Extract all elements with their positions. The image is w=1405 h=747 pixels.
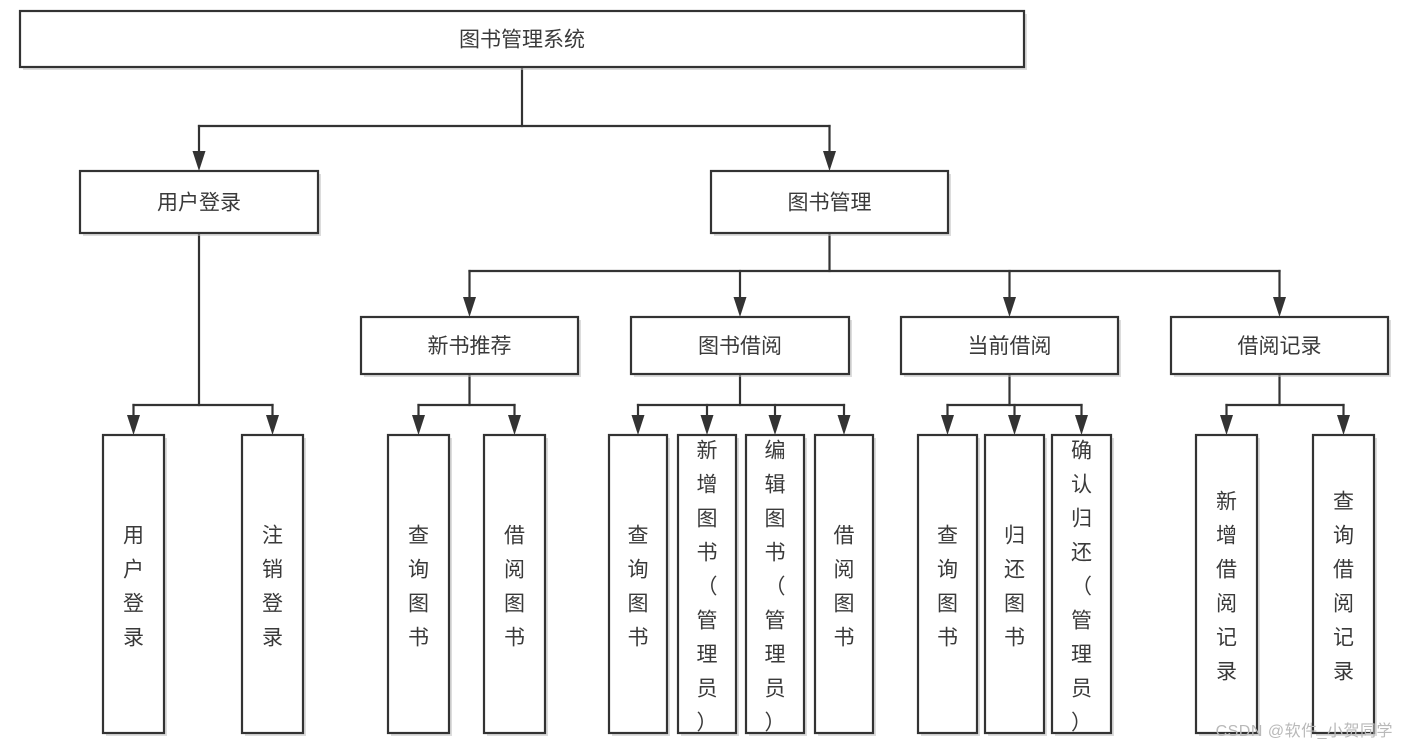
node-box[interactable] (813, 433, 875, 735)
node-book-manage[interactable]: 图书管理 (709, 169, 951, 236)
arrow-head-icon (412, 415, 425, 435)
arrow-head-icon (127, 415, 140, 435)
node-box[interactable] (18, 9, 1026, 69)
node-borrow-record[interactable]: 借阅记录 (1169, 315, 1391, 377)
node-leaf-edit-book[interactable]: 编辑图书（管理员） (744, 433, 807, 736)
node-user-login[interactable]: 用户登录 (78, 169, 321, 236)
node-label: 归还图书 (1004, 525, 1025, 650)
node-leaf-add-book[interactable]: 新增图书（管理员） (676, 433, 739, 736)
arrow-head-icon (508, 415, 521, 435)
arrow-head-icon (1075, 415, 1088, 435)
node-label: 图书借阅 (698, 335, 782, 358)
node-box[interactable] (916, 433, 979, 735)
node-label: 当前借阅 (968, 335, 1052, 358)
node-box[interactable] (78, 169, 320, 235)
node-label: 用户登录 (157, 192, 241, 215)
node-box[interactable] (240, 433, 305, 735)
node-leaf-query-book-rec[interactable]: 查询图书 (386, 433, 452, 736)
arrow-head-icon (192, 151, 206, 171)
node-label: 新书推荐 (428, 335, 512, 358)
arrow-head-icon (733, 297, 747, 317)
node-box[interactable] (676, 433, 738, 735)
node-leaf-confirm-return[interactable]: 确认归还（管理员） (1050, 433, 1114, 736)
node-label: 借阅图书 (834, 525, 855, 650)
node-leaf-query-book-borrow[interactable]: 查询图书 (607, 433, 670, 736)
node-box[interactable] (359, 315, 580, 376)
node-box[interactable] (386, 433, 451, 735)
node-box[interactable] (629, 315, 851, 376)
csdn-watermark: CSDN @软件_小贺同学 (1215, 723, 1393, 740)
arrow-head-icon (941, 415, 954, 435)
node-box[interactable] (1194, 433, 1259, 735)
arrow-head-icon (1337, 415, 1350, 435)
node-leaf-user-login[interactable]: 用户登录 (101, 433, 167, 736)
connector-layer (127, 65, 1350, 435)
node-label: 借阅图书 (504, 525, 525, 650)
node-leaf-add-record[interactable]: 新增借阅记录 (1194, 433, 1260, 736)
arrow-head-icon (463, 297, 476, 317)
node-box[interactable] (744, 433, 806, 735)
node-box[interactable] (983, 433, 1046, 735)
node-leaf-logout[interactable]: 注销登录 (240, 433, 306, 736)
node-leaf-query-book-cur[interactable]: 查询图书 (916, 433, 980, 736)
node-label: 查询图书 (937, 525, 958, 650)
arrow-head-icon (837, 415, 851, 435)
node-label: 查询图书 (628, 525, 649, 650)
arrow-head-icon (823, 151, 836, 171)
node-box[interactable] (709, 169, 950, 235)
node-label: 注销登录 (262, 525, 283, 650)
node-root[interactable]: 图书管理系统 (18, 9, 1027, 70)
node-label: 图书管理系统 (459, 29, 585, 52)
node-label: 编辑图书（管理员） (765, 440, 786, 735)
arrow-head-icon (700, 415, 714, 435)
node-layer: 图书管理系统用户登录图书管理新书推荐图书借阅当前借阅借阅记录用户登录注销登录查询… (18, 9, 1391, 736)
node-current-borrow[interactable]: 当前借阅 (899, 315, 1121, 377)
arrow-head-icon (1273, 297, 1286, 317)
node-leaf-borrow-book[interactable]: 借阅图书 (813, 433, 876, 736)
node-box[interactable] (899, 315, 1120, 376)
arrow-head-icon (266, 415, 279, 435)
node-leaf-borrow-book-rec[interactable]: 借阅图书 (482, 433, 548, 736)
node-label: 查询借阅记录 (1333, 491, 1354, 684)
node-box[interactable] (1050, 433, 1113, 735)
arrow-head-icon (631, 415, 645, 435)
arrow-head-icon (1008, 415, 1021, 435)
node-label: 新增图书（管理员） (697, 440, 718, 735)
node-leaf-query-record[interactable]: 查询借阅记录 (1311, 433, 1377, 736)
node-leaf-return-book[interactable]: 归还图书 (983, 433, 1047, 736)
node-box[interactable] (1311, 433, 1376, 735)
arrow-head-icon (1003, 297, 1016, 317)
node-box[interactable] (482, 433, 547, 735)
node-book-borrow[interactable]: 图书借阅 (629, 315, 852, 377)
node-label: 用户登录 (123, 525, 144, 650)
node-label: 确认归还（管理员） (1071, 440, 1092, 735)
arrow-head-icon (768, 415, 782, 435)
arrow-head-icon (1220, 415, 1233, 435)
node-label: 新增借阅记录 (1216, 491, 1237, 684)
node-label: 借阅记录 (1238, 335, 1322, 358)
node-box[interactable] (607, 433, 669, 735)
node-box[interactable] (1169, 315, 1390, 376)
node-label: 图书管理 (788, 192, 872, 215)
node-label: 查询图书 (408, 525, 429, 650)
node-new-book-rec[interactable]: 新书推荐 (359, 315, 581, 377)
node-box[interactable] (101, 433, 166, 735)
